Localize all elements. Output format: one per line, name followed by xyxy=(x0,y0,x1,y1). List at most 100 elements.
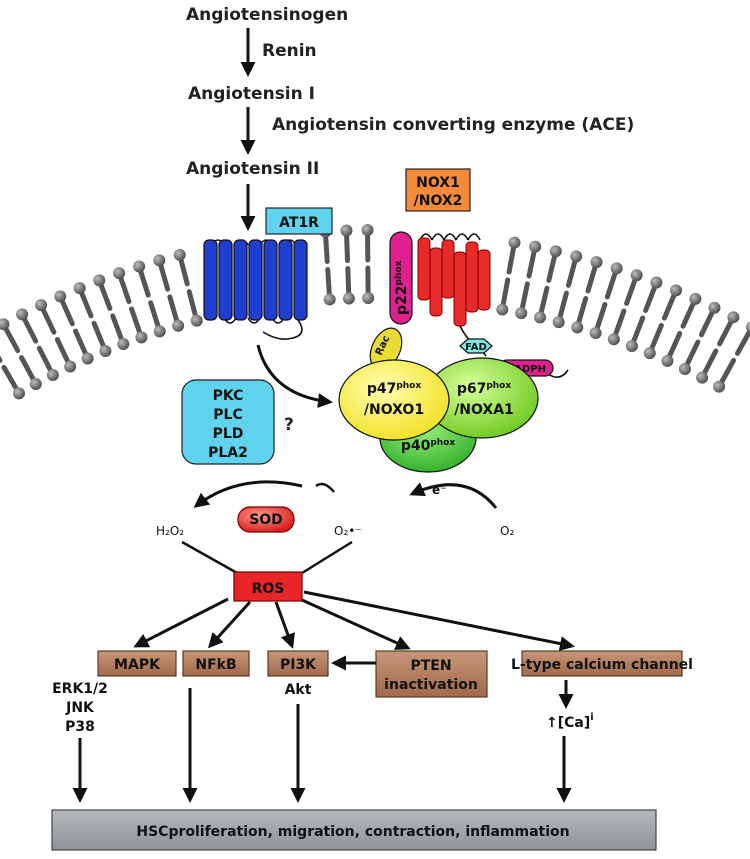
fad-hexagon xyxy=(459,338,493,354)
lipid xyxy=(54,336,77,373)
lipid xyxy=(680,292,702,329)
p22phox-subunit xyxy=(389,231,413,325)
lipid xyxy=(129,306,148,344)
lipid xyxy=(1,364,25,400)
h2o2-label: H₂O₂ xyxy=(156,524,184,538)
ros-to-mapk-arrow xyxy=(133,597,229,648)
nox-label-1: NOX1 xyxy=(416,175,460,191)
lipid xyxy=(678,339,701,375)
ace-label: Angiotensin converting enzyme (ACE) xyxy=(272,115,634,135)
kinase-item: PLC xyxy=(213,407,242,423)
p47phox-subunit xyxy=(338,359,450,441)
noxo1-label: /NOXO1 xyxy=(364,402,424,418)
lipid xyxy=(546,245,562,283)
outcome-box xyxy=(51,809,657,851)
ltype-label: L-type calcium channel xyxy=(511,657,693,673)
mapk-sub-item: ERK1/2 xyxy=(52,681,108,697)
p40phox-label: p40phox xyxy=(401,438,456,454)
renin-label: Renin xyxy=(262,41,317,61)
ltype-box xyxy=(521,650,683,677)
kinase-item: PLA2 xyxy=(208,445,248,461)
lipid xyxy=(148,300,166,338)
lipid xyxy=(16,308,39,344)
p47phox-label: p47phox xyxy=(367,381,422,397)
lipid xyxy=(734,321,750,356)
lipid xyxy=(698,301,721,338)
superoxide-label: O₂•⁻ xyxy=(334,524,362,538)
ros-to-ltype-arrow xyxy=(303,590,575,651)
lipid xyxy=(19,355,42,390)
lipid xyxy=(186,289,203,327)
sod-label: SOD xyxy=(249,512,283,528)
ros-label: ROS xyxy=(252,581,285,597)
lipid xyxy=(113,267,132,305)
pi3k-box xyxy=(267,650,329,677)
lipid xyxy=(526,240,542,279)
lipid xyxy=(496,277,511,316)
outcome-label: HSCproliferation, migration, contraction… xyxy=(136,824,569,840)
lipid xyxy=(133,260,151,298)
kinase-item: PLD xyxy=(213,426,244,442)
nox-enzyme xyxy=(417,233,569,378)
mapk-box xyxy=(97,650,177,677)
lipid xyxy=(54,290,75,327)
pten-label-2: inactivation xyxy=(384,677,478,693)
pten-label-1: PTEN xyxy=(410,658,451,674)
p67phox-label: p67phox xyxy=(457,381,512,397)
mapk-label: MAPK xyxy=(114,657,161,673)
lipid xyxy=(624,269,643,306)
sod-arc-end xyxy=(315,482,335,493)
ros-to-pi3k-arrow xyxy=(274,601,295,649)
nfkb-label: NFkB xyxy=(195,657,236,673)
lipid xyxy=(585,256,603,294)
lipid xyxy=(625,315,646,352)
lipid xyxy=(361,224,374,263)
lipid xyxy=(661,284,683,321)
noxa1-label: /NOXA1 xyxy=(454,402,514,418)
lipid xyxy=(661,330,683,367)
lipid xyxy=(552,290,569,329)
kinase-list: PKC PLC PLD PLA2 xyxy=(208,388,248,461)
nadph-label: NADPH xyxy=(506,364,546,375)
electron-arrow xyxy=(409,482,498,509)
at1r-box xyxy=(265,207,333,235)
lipid xyxy=(36,345,59,382)
pten-box xyxy=(375,650,488,698)
sod-arrow xyxy=(193,480,303,508)
electron-label: e⁻ xyxy=(432,483,446,497)
lipid xyxy=(534,285,550,324)
angiotensin-2-label: Angiotensin II xyxy=(186,159,319,179)
lipid xyxy=(589,302,608,340)
superoxide-to-ros-line xyxy=(293,540,353,580)
sod-pill xyxy=(237,506,295,533)
pi3k-label: PI3K xyxy=(280,657,317,673)
lipid xyxy=(565,250,583,288)
at1r-receptor xyxy=(203,239,308,340)
ros-box xyxy=(233,571,303,602)
lipid xyxy=(93,274,113,311)
kinase-item: PKC xyxy=(213,388,244,404)
lipid xyxy=(73,328,94,365)
ros-to-nfkb-arrow xyxy=(207,600,252,649)
fad-label: FAD xyxy=(465,342,487,353)
kinase-question-mark: ? xyxy=(284,415,294,435)
at1r-to-nox-arrow xyxy=(256,344,333,409)
p22phox-label: p22phox xyxy=(394,260,410,315)
at1r-label: AT1R xyxy=(279,215,319,231)
lipid xyxy=(696,348,719,384)
calcium-label: ↑[Ca]i xyxy=(546,712,594,731)
lipid xyxy=(73,282,94,319)
angiotensinogen-label: Angiotensinogen xyxy=(186,5,348,25)
mapk-sub-item: P38 xyxy=(65,719,95,735)
nfkb-box xyxy=(182,650,250,677)
lipid xyxy=(713,357,737,393)
ros-to-pten-arrow xyxy=(301,598,411,650)
lipid xyxy=(515,281,530,320)
lipid xyxy=(91,320,112,358)
lipid xyxy=(643,322,664,360)
lipid xyxy=(173,248,190,287)
mapk-sub-item: JNK xyxy=(65,700,95,716)
cell-membrane xyxy=(0,224,750,400)
o2-label: O₂ xyxy=(500,524,514,538)
akt-label: Akt xyxy=(285,682,312,698)
